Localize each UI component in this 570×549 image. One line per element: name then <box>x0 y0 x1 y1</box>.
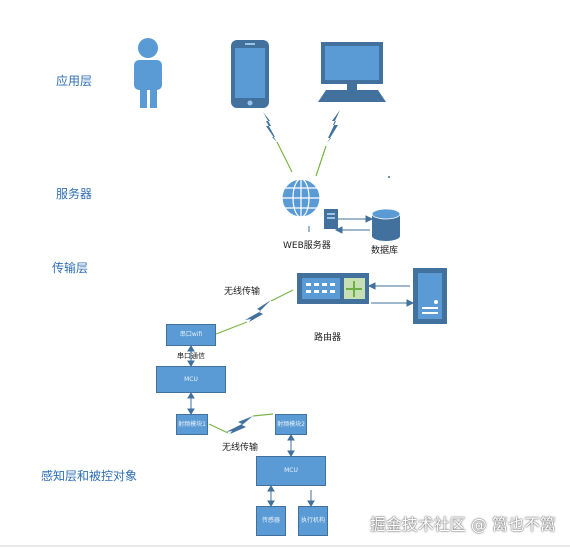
tower-server-icon <box>413 268 447 324</box>
web-server-label: WEB服务器 <box>283 241 331 251</box>
database-icon <box>371 208 401 241</box>
user-icon <box>134 38 162 108</box>
watermark: 掘金技术社区 @ 篱也不篱 <box>369 515 556 534</box>
router-server-arrows <box>367 282 415 307</box>
serial-wifi-box: 串口wifi <box>166 324 216 346</box>
layer-transport-label: 传输层 <box>52 261 89 275</box>
actuator-box: 执行机构 <box>298 506 328 536</box>
layer-perception-label: 感知层和被控对象 <box>41 469 138 483</box>
layer-application-label: 应用层 <box>56 74 93 88</box>
wireless-link-rf <box>208 413 274 434</box>
router-label: 路由器 <box>314 333 342 343</box>
globe-icon <box>281 178 321 218</box>
layer-server-label: 服务器 <box>56 187 93 201</box>
wireless-label-1: 无线传输 <box>224 287 261 297</box>
mcu-rf-arrow <box>187 392 195 415</box>
wireless-link-router <box>215 289 294 335</box>
router-icon <box>297 273 369 304</box>
wireless-label-2: 无线传输 <box>222 443 259 453</box>
serial-label: 串口通信 <box>177 352 205 360</box>
wireless-link-computer <box>315 110 340 177</box>
sensor-box: 传感器 <box>256 506 286 536</box>
mcu-bottom-box: MCU <box>256 456 326 486</box>
mcu-top-box: MCU <box>156 366 226 393</box>
server-db-arrows <box>308 215 374 234</box>
rf-module-right-box: 射频模块2 <box>275 414 307 435</box>
serial-link-arrow <box>187 345 195 367</box>
database-label: 数据库 <box>371 246 399 256</box>
rf-module-left-box: 射频模块1 <box>176 414 208 435</box>
rf-mcu-arrow <box>287 434 295 457</box>
smartphone-icon <box>231 40 269 108</box>
web-server-icon <box>324 209 338 229</box>
mcu-device-arrows <box>267 485 315 507</box>
computer-icon <box>318 42 386 102</box>
wireless-link-phone <box>263 112 293 173</box>
